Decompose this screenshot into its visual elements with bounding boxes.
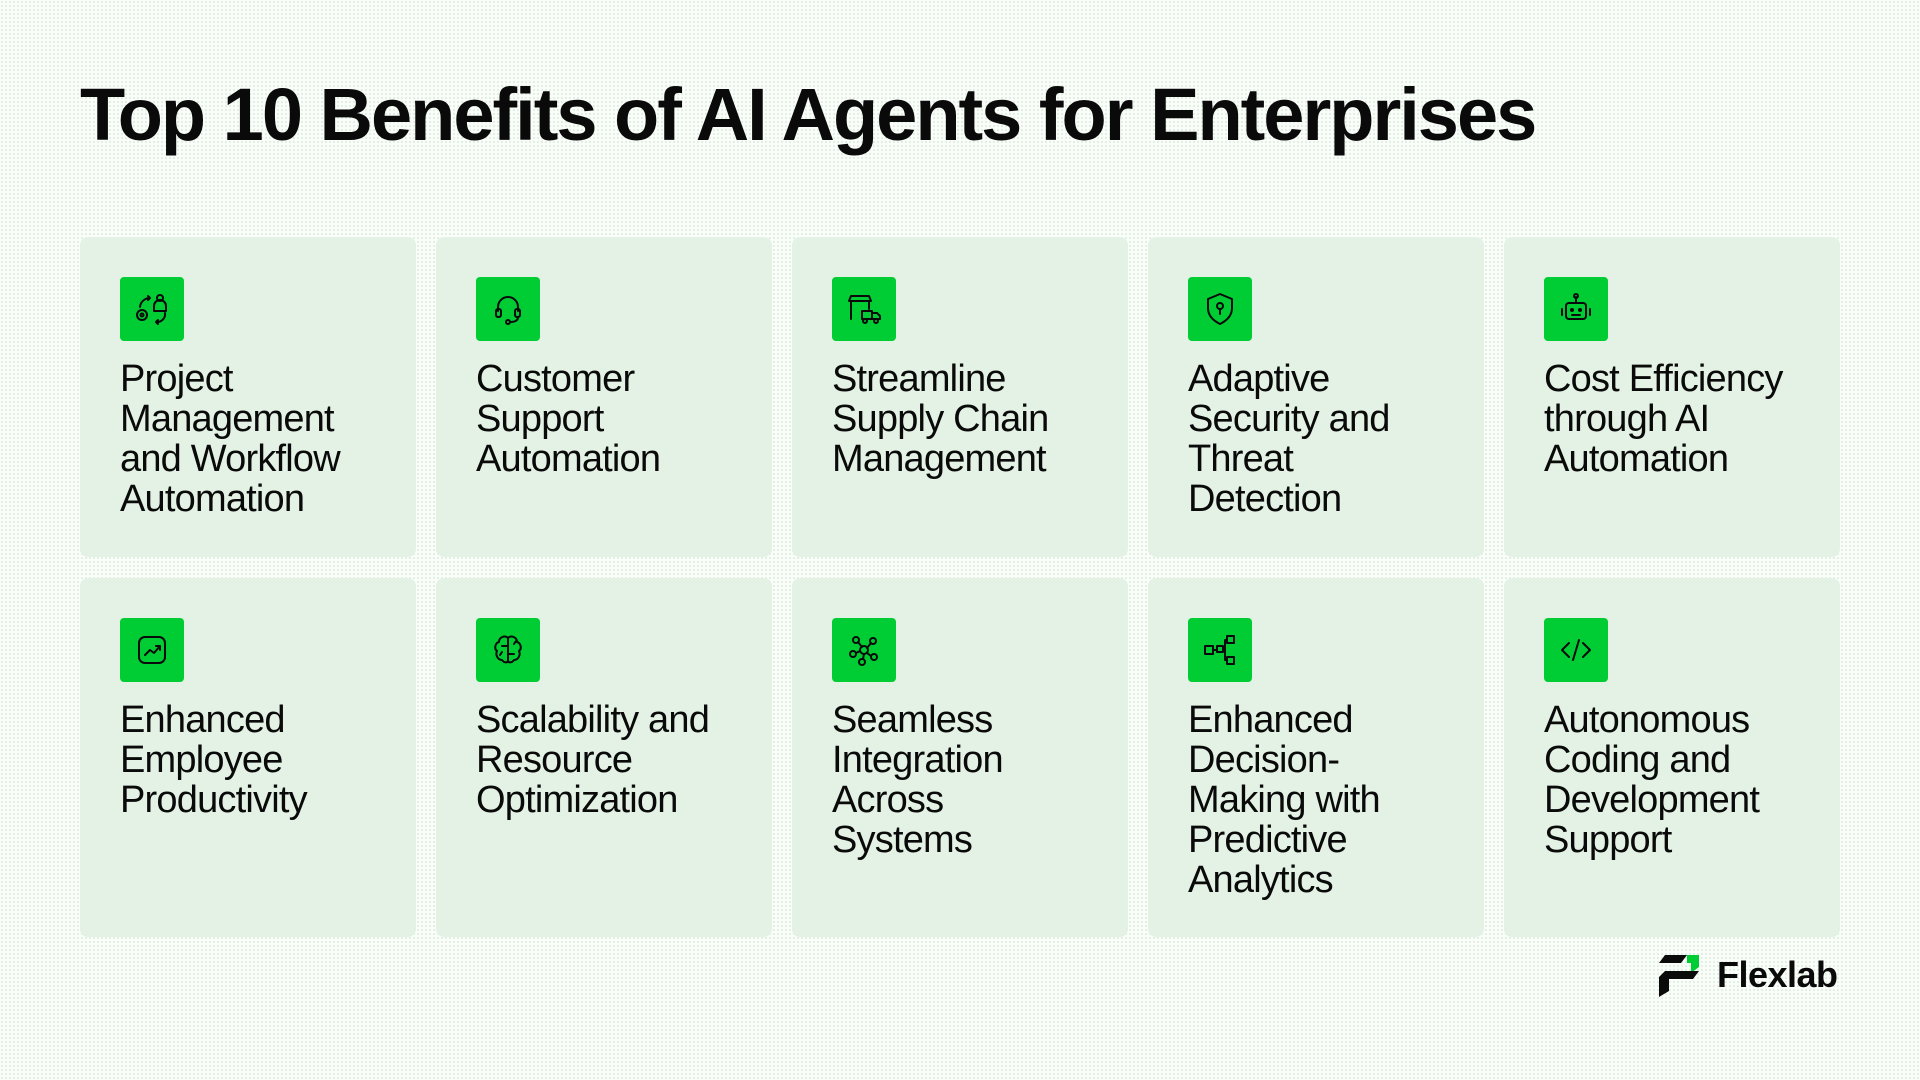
code-icon xyxy=(1544,618,1608,682)
benefit-card-integration: Seamless Integration Across Systems xyxy=(792,578,1128,937)
benefit-label: Enhanced Decision-Making with Predictive… xyxy=(1188,699,1381,901)
benefit-label: Adaptive Security and Threat Detection xyxy=(1188,358,1390,520)
benefit-card-project-management: Project Management and Workflow Automati… xyxy=(80,237,416,557)
benefit-card-coding: Autonomous Coding and Development Suppor… xyxy=(1504,578,1840,937)
benefit-label: Cost Efficiency through AI Automation xyxy=(1544,358,1783,480)
benefit-label: Seamless Integration Across Systems xyxy=(832,699,1004,861)
benefit-card-security: Adaptive Security and Threat Detection xyxy=(1148,237,1484,557)
benefit-label: Autonomous Coding and Development Suppor… xyxy=(1544,699,1760,861)
robot-icon xyxy=(1544,277,1608,341)
shield-icon xyxy=(1188,277,1252,341)
benefit-card-customer-support: Customer Support Automation xyxy=(436,237,772,557)
flexlab-logo: Flexlab xyxy=(1657,953,1838,997)
benefit-card-employee-productivity: Enhanced Employee Productivity xyxy=(80,578,416,937)
flexlab-logo-icon xyxy=(1659,955,1699,997)
benefit-card-scalability: Scalability and Resource Optimization xyxy=(436,578,772,937)
headset-icon xyxy=(476,277,540,341)
benefit-card-decision-making: Enhanced Decision-Making with Predictive… xyxy=(1148,578,1484,937)
delivery-truck-store-icon xyxy=(832,277,896,341)
benefits-grid: Project Management and Workflow Automati… xyxy=(80,237,1840,937)
benefit-card-supply-chain: Streamline Supply Chain Management xyxy=(792,237,1128,557)
trend-up-icon xyxy=(120,618,184,682)
benefit-label: Customer Support Automation xyxy=(476,358,661,480)
benefit-label: Scalability and Resource Optimization xyxy=(476,699,710,821)
network-nodes-icon xyxy=(832,618,896,682)
brain-icon xyxy=(476,618,540,682)
workflow-person-gear-icon xyxy=(120,277,184,341)
benefit-card-cost-efficiency: Cost Efficiency through AI Automation xyxy=(1504,237,1840,557)
benefit-label: Streamline Supply Chain Management xyxy=(832,358,1049,480)
benefit-label: Enhanced Employee Productivity xyxy=(120,699,308,821)
flowchart-icon xyxy=(1188,618,1252,682)
benefit-label: Project Management and Workflow Automati… xyxy=(120,358,341,520)
brand-name: Flexlab xyxy=(1717,954,1838,995)
page-title: Top 10 Benefits of AI Agents for Enterpr… xyxy=(80,73,1537,156)
